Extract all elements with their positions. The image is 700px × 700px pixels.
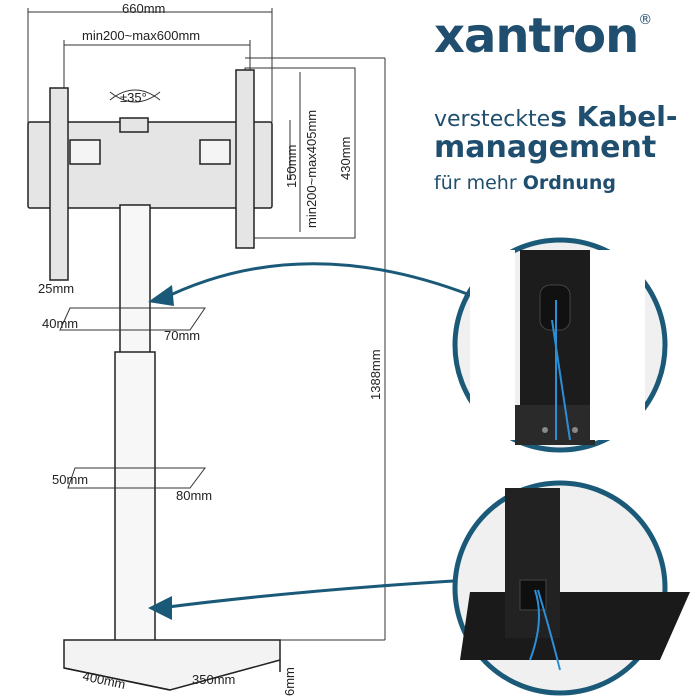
arrow-head-upper xyxy=(148,285,174,306)
dim-shelf-upper-width: 70mm xyxy=(164,328,200,343)
detail-circle-lower xyxy=(452,480,690,696)
dim-bracket-height: 150mm xyxy=(284,145,299,188)
headline-line-1-light: versteckte xyxy=(434,107,551,132)
dim-shelf-lower-depth: 50mm xyxy=(52,472,88,487)
shelf-lower xyxy=(67,467,206,489)
mounting-bracket xyxy=(27,69,273,281)
dim-arm-offset: 25mm xyxy=(38,281,74,296)
shelf-upper xyxy=(59,307,206,331)
headline-line-1: verstecktes Kabel- xyxy=(434,100,678,133)
dim-total-width: 660mm xyxy=(122,1,165,16)
dimension-frame-lines xyxy=(27,8,386,641)
stand-base xyxy=(63,639,281,691)
dim-frame-height: 430mm xyxy=(338,137,353,180)
dim-vesa-width: min200~max600mm xyxy=(82,28,200,43)
brand-name: xantron xyxy=(434,8,639,64)
tilt-indicator xyxy=(109,89,161,103)
dim-base-thickness: 6mm xyxy=(282,667,297,696)
stand-pole xyxy=(114,204,156,643)
headline-line-3-light: für mehr xyxy=(434,172,523,194)
headline-line-1-bold: s Kabel- xyxy=(550,100,678,133)
dim-shelf-lower-width: 80mm xyxy=(176,488,212,503)
dim-shelf-upper-depth: 40mm xyxy=(42,316,78,331)
headline-line-3: für mehr Ordnung xyxy=(434,172,616,194)
detail-circle-upper xyxy=(452,237,668,453)
cable-arrows xyxy=(159,262,471,610)
dim-base-width: 350mm xyxy=(192,672,235,687)
dim-total-height: 1388mm xyxy=(368,349,383,400)
registered-mark: ® xyxy=(638,12,652,28)
dim-tilt: ±35° xyxy=(120,90,147,105)
headline-line-3-bold: Ordnung xyxy=(522,172,616,194)
dim-vesa-height: min200~max405mm xyxy=(304,110,319,228)
brand-logo: xantron® xyxy=(434,8,652,64)
headline-line-2: management xyxy=(434,130,657,165)
arrow-head-lower xyxy=(148,596,172,620)
